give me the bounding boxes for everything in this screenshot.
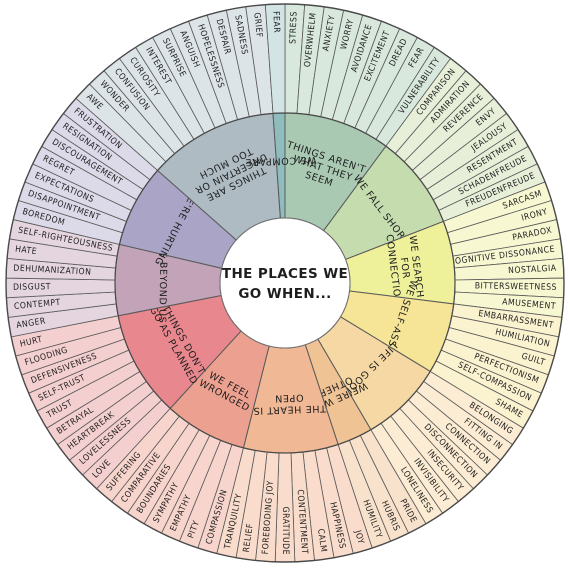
center-title-line1: THE PLACES WE [222,266,348,282]
middle-rim [114,112,456,454]
emotion-label: CONTEMPT [14,298,62,312]
category-label-line: THE HEART IS [253,402,327,416]
emotion-label: GRATITUDE [280,507,290,555]
category-label-line: OPEN [274,392,303,404]
outer-rim [5,3,565,563]
emotion-label: DEHUMANIZATION [13,264,92,278]
emotion-label: CONTENTMENT [295,489,310,554]
emotion-label: CALM [315,528,328,553]
emotion-label: GRIEF [251,12,264,38]
category-label-line: FOR [398,257,412,280]
center-title-line2: GO WHEN... [238,286,331,302]
center-disc: THE PLACES WE GO WHEN... [219,217,351,349]
emotion-label: NOSTALGIA [508,264,557,277]
emotion-label: BITTERSWEETNESS [475,281,557,292]
emotion-label: DISGUST [13,282,51,293]
emotion-label: RELIEF [242,523,256,553]
emotion-label: ANGER [16,316,47,331]
category-label-9: IT'S BEYOND US [156,238,168,323]
center-circle [219,217,351,349]
emotion-label: HATE [14,245,37,258]
category-label-line: IT'S BEYOND US [156,238,168,323]
emotion-label: AMUSEMENT [502,297,557,312]
emotion-label: STRESS [288,11,299,44]
category-label-line: WE COMPARE [245,154,317,168]
emotion-label: JOY [352,528,366,545]
category-label-12: WE COMPARE [245,154,317,168]
emotion-label: FEAR [270,11,281,33]
